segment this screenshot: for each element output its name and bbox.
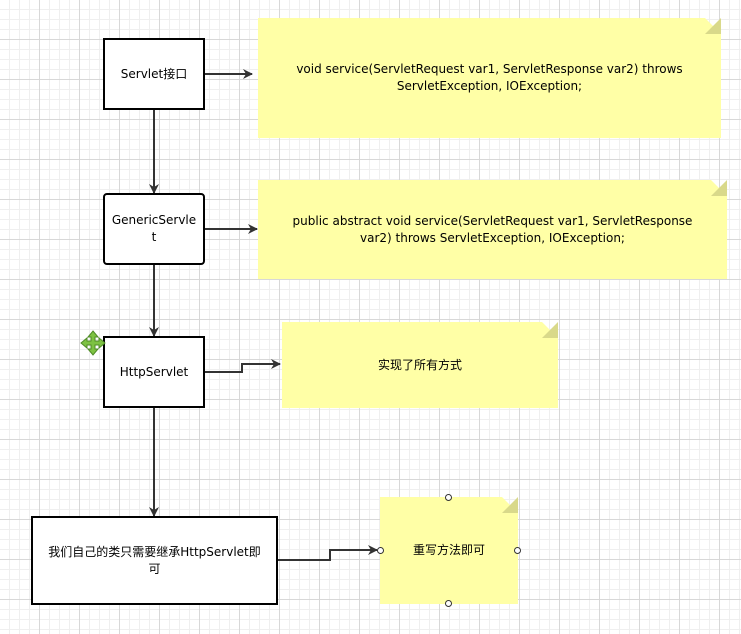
arrow-myclass-to-note[interactable] bbox=[278, 545, 378, 561]
http-all-text: 实现了所有方式 bbox=[377, 357, 462, 372]
resize-handle-left[interactable] bbox=[377, 547, 384, 554]
override-note-fold bbox=[502, 497, 518, 513]
override-note[interactable]: 重写方法即可 bbox=[380, 497, 518, 604]
my-class-label: 我们自己的类只需要继承HttpServlet即可 bbox=[48, 544, 261, 576]
http-all-note[interactable]: 实现了所有方式 bbox=[282, 322, 558, 408]
servlet-method-note[interactable]: void service(ServletRequest var1, Servle… bbox=[258, 18, 721, 138]
generic-servlet-label: GenericServlet bbox=[111, 213, 197, 244]
generic-servlet-box[interactable]: GenericServlet bbox=[103, 193, 205, 265]
override-text: 重写方法即可 bbox=[412, 543, 485, 557]
my-class-box[interactable]: 我们自己的类只需要继承HttpServlet即可 bbox=[31, 516, 278, 605]
servlet-note-fold bbox=[705, 18, 721, 34]
servlet-method-text: void service(ServletRequest var1, Servle… bbox=[296, 62, 683, 93]
resize-handle-top[interactable] bbox=[445, 494, 452, 501]
http-servlet-box[interactable]: HttpServlet bbox=[103, 336, 205, 408]
move-cursor-icon[interactable] bbox=[80, 330, 106, 356]
generic-method-note[interactable]: public abstract void service(ServletRequ… bbox=[258, 180, 727, 279]
generic-method-text: public abstract void service(ServletRequ… bbox=[292, 213, 693, 245]
http-note-fold bbox=[542, 322, 558, 338]
resize-handle-right[interactable] bbox=[514, 547, 521, 554]
http-servlet-label: HttpServlet bbox=[119, 364, 189, 379]
resize-handle-bottom[interactable] bbox=[445, 600, 452, 607]
servlet-interface-box[interactable]: Servlet接口 bbox=[103, 38, 205, 110]
generic-note-fold bbox=[711, 180, 727, 196]
arrow-http-to-note[interactable] bbox=[205, 359, 281, 373]
servlet-interface-label: Servlet接口 bbox=[120, 66, 188, 81]
